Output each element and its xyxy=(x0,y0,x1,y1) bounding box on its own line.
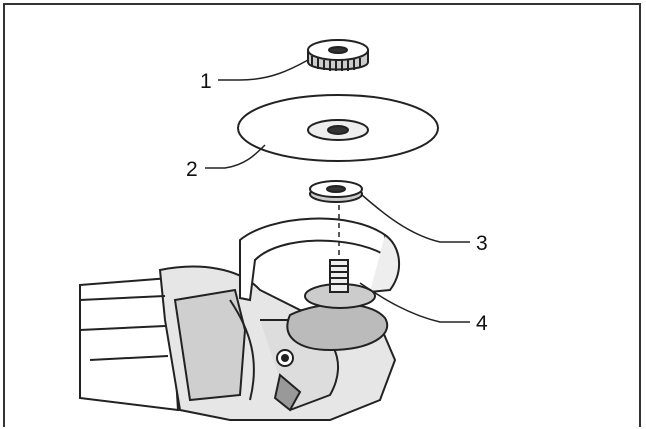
spindle xyxy=(304,205,376,309)
callout-4: 4 xyxy=(476,312,488,335)
callout-3: 3 xyxy=(476,232,488,255)
wheel-guard xyxy=(239,217,401,302)
leader-line-2 xyxy=(205,144,266,169)
clamping-nut xyxy=(307,39,369,71)
leader-lines xyxy=(205,59,470,323)
diagram-frame xyxy=(3,3,641,427)
angle-grinder-body xyxy=(79,265,397,421)
leader-line-1 xyxy=(218,59,309,81)
leader-line-3 xyxy=(361,194,470,243)
grinding-disc xyxy=(237,94,439,162)
callout-1: 1 xyxy=(200,70,212,93)
leader-line-4 xyxy=(359,282,470,323)
support-flange xyxy=(309,180,363,203)
callout-2: 2 xyxy=(186,158,198,181)
callout-labels: 1 2 3 4 xyxy=(186,70,488,335)
